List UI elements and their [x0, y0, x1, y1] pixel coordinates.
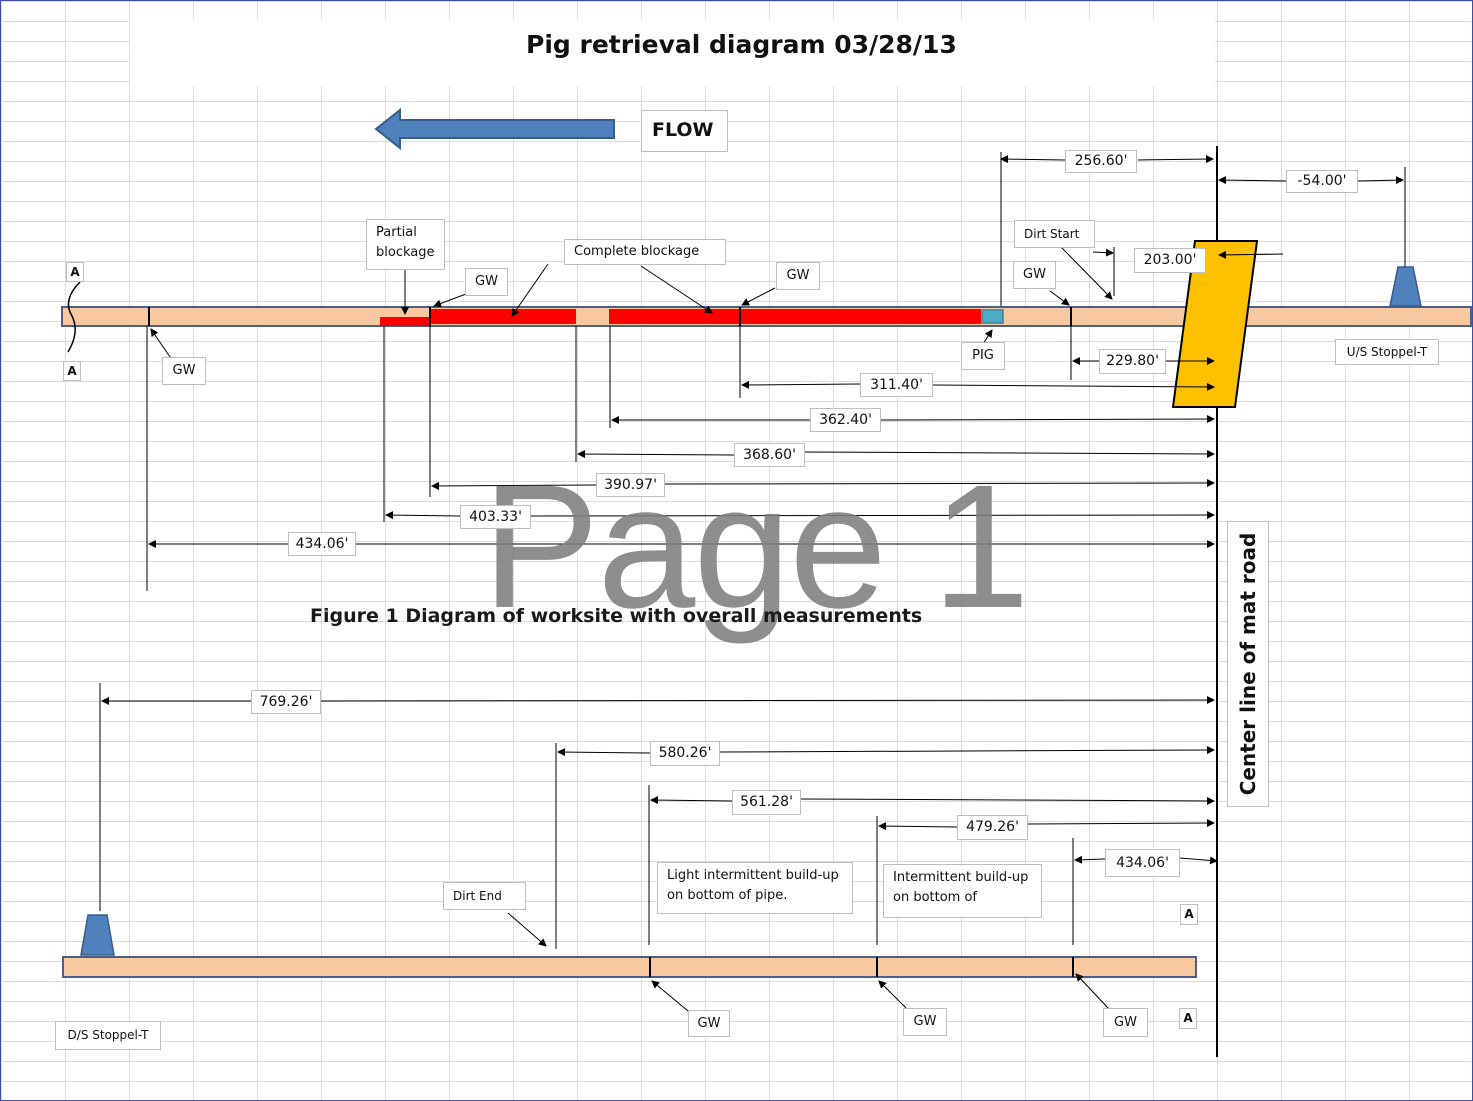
us-stoppel-label: U/S Stoppel-T: [1335, 339, 1439, 365]
page-watermark: Page 1: [482, 449, 1030, 645]
measurement-434-upper: 434.06': [288, 532, 356, 556]
gw-label: GW: [1103, 1008, 1148, 1037]
diagram-title: Pig retrieval diagram 03/28/13: [526, 30, 957, 59]
measurement-769: 769.26': [251, 690, 321, 714]
section-a-label: A: [1180, 904, 1198, 925]
measurement-368: 368.60': [734, 443, 805, 467]
complete-blockage-segment-1: [430, 309, 576, 324]
title-background: [130, 20, 1215, 86]
gw-label: GW: [688, 1010, 730, 1037]
measurement-479: 479.26': [957, 815, 1028, 840]
dirt-end-label: Dirt End: [443, 882, 526, 910]
light-buildup-label: Light intermittent build-up on bottom of…: [657, 862, 853, 914]
gw-label: GW: [903, 1008, 947, 1036]
complete-blockage-label: Complete blockage: [564, 239, 726, 265]
measurement-362: 362.40': [810, 408, 881, 432]
measurement-311: 311.40': [860, 373, 933, 397]
dirt-start-label: Dirt Start: [1014, 220, 1095, 248]
partial-blockage-segment: [380, 317, 430, 326]
measurement-256: 256.60': [1065, 150, 1137, 173]
lower-pipe: [62, 956, 1197, 978]
gw-label: GW: [1013, 261, 1056, 289]
gw-label: GW: [776, 262, 820, 290]
section-mark: [67, 281, 81, 353]
measurement-403: 403.33': [460, 505, 531, 529]
pig-marker: [981, 309, 1004, 324]
measurement-580: 580.26': [650, 741, 720, 766]
us-stoppel: [1389, 266, 1422, 307]
ds-stoppel: [80, 914, 115, 956]
measurement-203: 203.00': [1134, 248, 1206, 273]
partial-blockage-label: Partial blockage: [366, 219, 445, 270]
centerline-label: Center line of mat road: [1227, 521, 1269, 807]
section-a-label: A: [66, 262, 84, 282]
complete-blockage-segment-2: [609, 309, 981, 324]
figure-caption: Figure 1 Diagram of worksite with overal…: [310, 605, 923, 627]
measurement-390: 390.97': [596, 473, 665, 497]
flow-arrow: [374, 107, 615, 151]
measurement-561: 561.28': [732, 790, 801, 815]
pig-label: PIG: [961, 342, 1005, 370]
flow-label: FLOW: [641, 110, 728, 152]
measurement-229: 229.80': [1099, 349, 1166, 374]
measurement-434-lower: 434.06': [1105, 849, 1180, 877]
ds-stoppel-label: D/S Stoppel-T: [55, 1021, 161, 1050]
section-a-label: A: [63, 361, 81, 381]
gw-label: GW: [162, 357, 206, 385]
intermittent-buildup-label: Intermittent build-up on bottom of: [883, 864, 1042, 918]
section-a-label: A: [1179, 1008, 1197, 1029]
mat-road: [1171, 240, 1259, 408]
measurement-neg54: -54.00': [1286, 170, 1358, 193]
gw-label: GW: [465, 268, 508, 296]
